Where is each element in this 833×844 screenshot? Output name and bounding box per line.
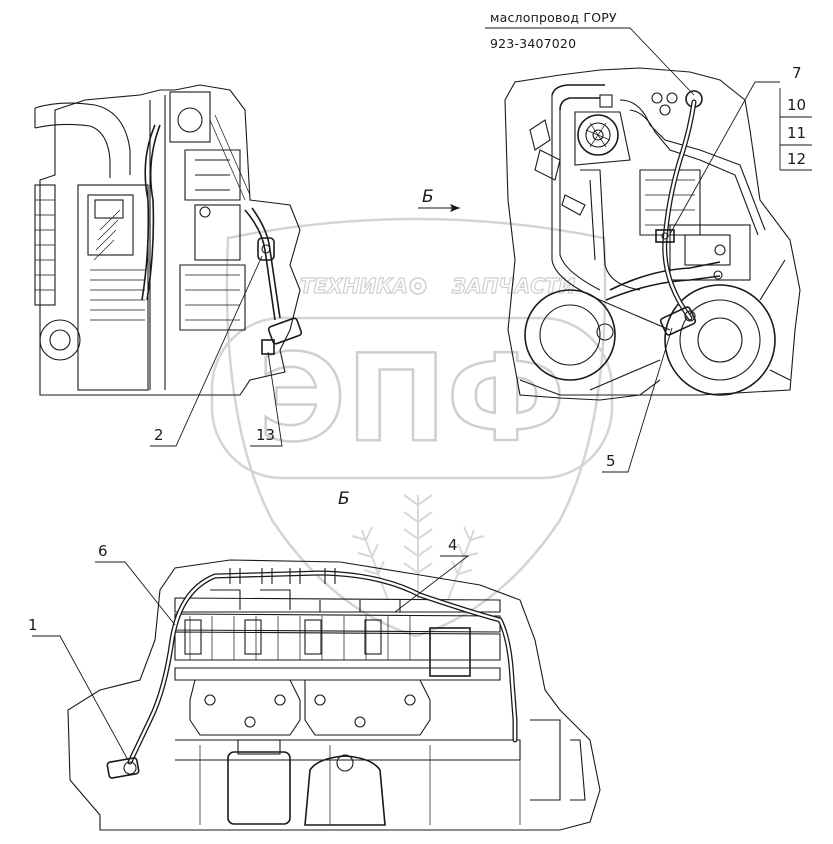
leader-5 [602,327,673,473]
callout-4: 4 [448,536,458,554]
leader-1 [32,635,129,761]
view-label: Б [338,489,350,509]
leader-7 [669,81,780,235]
note-pipe-name: маслопровод ГОРУ [490,10,617,25]
watermark-left-word: ТЕХНИКА [300,274,408,298]
watermark-logo-letters: ЭПФ [258,330,566,469]
leader-note [485,27,695,96]
fitting-long-lower [106,757,140,779]
watermark-shield-outline [225,217,607,638]
pipe-fitting-top [257,237,275,261]
callout-2: 2 [154,426,164,444]
clamp-front [655,229,675,243]
leader-4 [394,555,470,613]
callout-13: 13 [256,426,275,444]
leader-13 [250,351,283,447]
callout-7: 7 [792,64,802,82]
annotations: маслопровод ГОРУ 923-3407020 Б 7 10 11 1… [28,10,806,634]
leader-2 [150,255,263,447]
leader-lines [32,27,812,761]
note-part-number: 923-3407020 [490,36,576,51]
callout-1: 1 [28,616,38,634]
watermark-gear-icon [409,277,427,295]
oil-pipes [106,99,697,779]
view-direction-arrow: Б [418,187,460,212]
view-arrow-label: Б [422,187,434,207]
callout-6: 6 [98,542,108,560]
callout-11: 11 [787,124,806,142]
leader-6 [95,561,176,626]
view-b-drawing [67,559,601,831]
callout-12: 12 [787,150,806,168]
watermark-wheat-icon [351,494,485,601]
callout-5: 5 [606,452,616,470]
side-view-drawing [34,84,303,396]
front-view-drawing [504,67,801,401]
fitting-front-lower [659,306,697,336]
callout-10: 10 [787,96,806,114]
watermark: ТЕХНИКА ЗАПЧАСТИ ЭПФ [210,217,614,638]
